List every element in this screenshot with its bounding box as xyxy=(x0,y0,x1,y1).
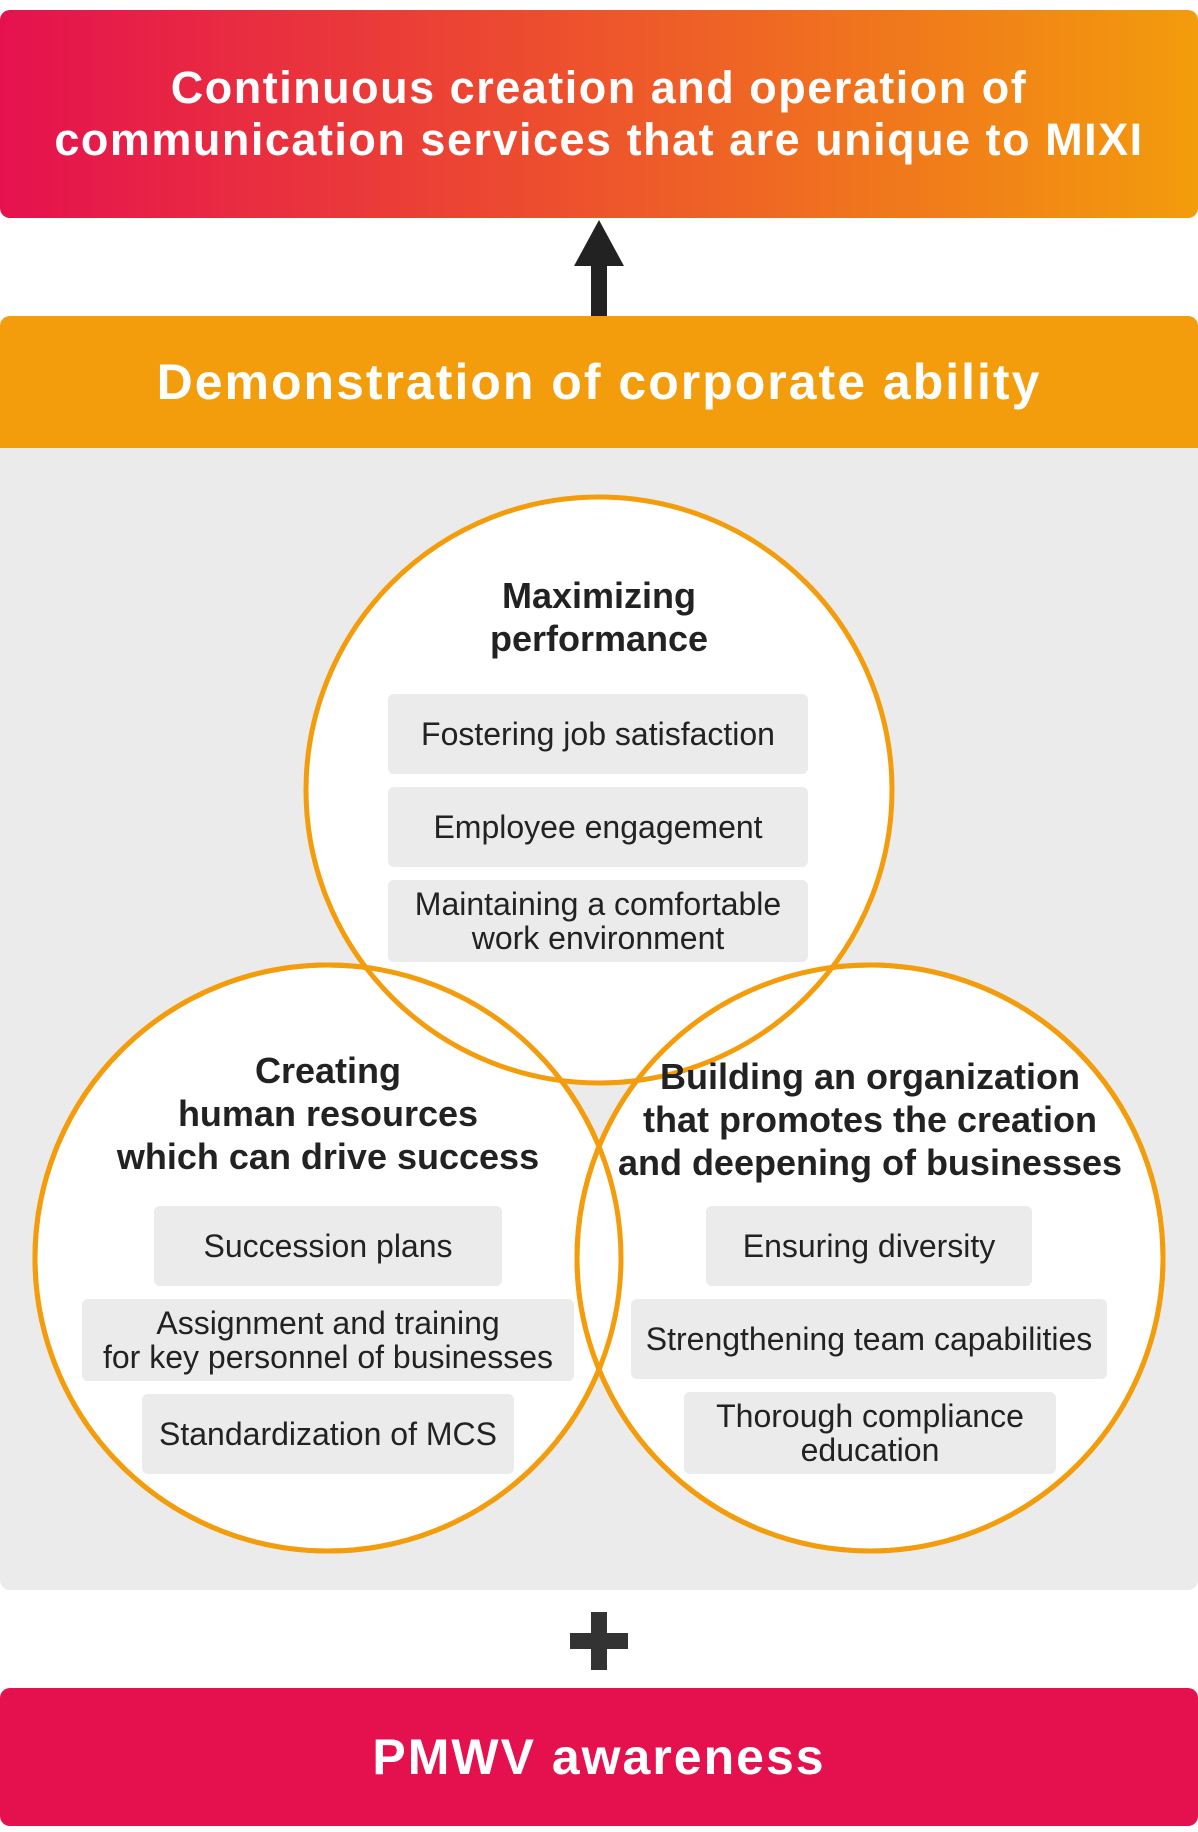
pill-assignment-and-training: Assignment and training for key personne… xyxy=(82,1299,574,1381)
right-circle-title: Building an organization that promotes t… xyxy=(610,1055,1130,1184)
right-circle-title-line3: and deepening of businesses xyxy=(617,1142,1123,1183)
goal-text-line1: Continuous creation and operation of xyxy=(170,62,1028,113)
goal-text: Continuous creation and operation of com… xyxy=(54,62,1143,166)
pill-fostering-job-satisfaction: Fostering job satisfaction xyxy=(388,694,808,774)
pill-ensuring-diversity: Ensuring diversity xyxy=(706,1206,1032,1286)
corporate-ability-title: Demonstration of corporate ability xyxy=(156,354,1042,410)
left-circle-title: Creating human resources which can drive… xyxy=(88,1049,568,1178)
top-circle-title: Maximizing performance xyxy=(399,574,799,660)
pill-strengthening-team-capabilities: Strengthening team capabilities xyxy=(631,1299,1107,1379)
pmwv-banner: PMWV awareness xyxy=(0,1688,1198,1826)
goal-banner: Continuous creation and operation of com… xyxy=(0,10,1198,218)
pill-employee-engagement: Employee engagement xyxy=(388,787,808,867)
left-circle-title-line2: human resources xyxy=(177,1093,479,1134)
corporate-ability-header: Demonstration of corporate ability xyxy=(0,316,1198,448)
left-circle-title-line1: Creating xyxy=(254,1050,402,1091)
right-circle-title-line2: that promotes the creation xyxy=(642,1099,1098,1140)
pill-standardization-of-mcs: Standardization of MCS xyxy=(142,1394,514,1474)
pill-thorough-compliance-education: Thorough compliance education xyxy=(684,1392,1056,1474)
top-circle-title-line1: Maximizing xyxy=(501,575,697,616)
goal-text-line2: communication services that are unique t… xyxy=(54,114,1144,165)
top-circle-title-line2: performance xyxy=(489,618,709,659)
right-circle-title-line1: Building an organization xyxy=(660,1056,1080,1097)
pill-succession-plans: Succession plans xyxy=(154,1206,502,1286)
venn-outline-left xyxy=(32,962,624,1554)
left-circle-title-line3: which can drive success xyxy=(116,1136,540,1177)
pmwv-label: PMWV awareness xyxy=(372,1729,826,1785)
plus-icon xyxy=(570,1612,628,1670)
up-arrow-icon xyxy=(574,220,624,318)
pill-comfortable-work-environment: Maintaining a comfortable work environme… xyxy=(388,880,808,962)
venn-outline-right xyxy=(574,962,1166,1554)
